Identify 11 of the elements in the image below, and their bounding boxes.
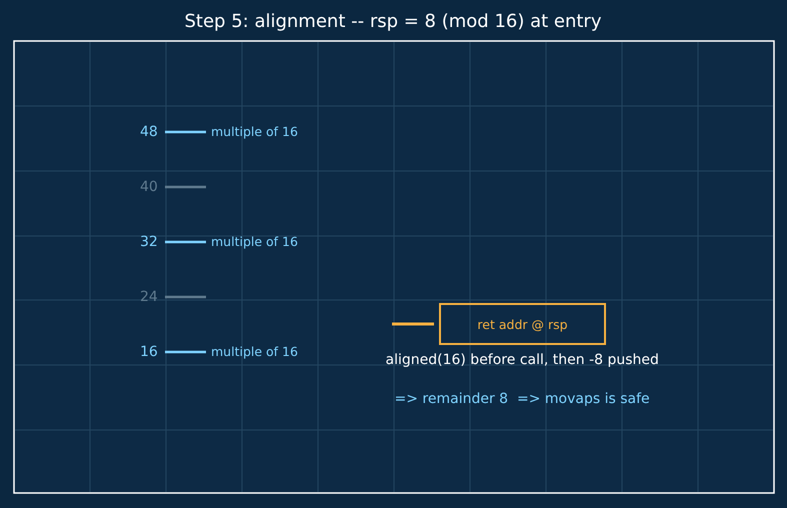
tick-annotation: multiple of 16 — [211, 346, 298, 358]
tick-annotation: multiple of 16 — [211, 126, 298, 138]
axis-value: 16 — [140, 345, 158, 359]
axis-value: 40 — [140, 180, 158, 194]
tick-annotation: multiple of 16 — [211, 236, 298, 248]
chart-title: Step 5: alignment -- rsp = 8 (mod 16) at entry — [184, 13, 602, 31]
note-text: => remainder 8 => movaps is safe — [394, 392, 650, 406]
axis-value: 32 — [140, 235, 158, 249]
axis-value: 24 — [140, 290, 158, 304]
stack-slot-box: ret addr @ rsp — [439, 303, 606, 345]
axis-value: 48 — [140, 125, 158, 139]
